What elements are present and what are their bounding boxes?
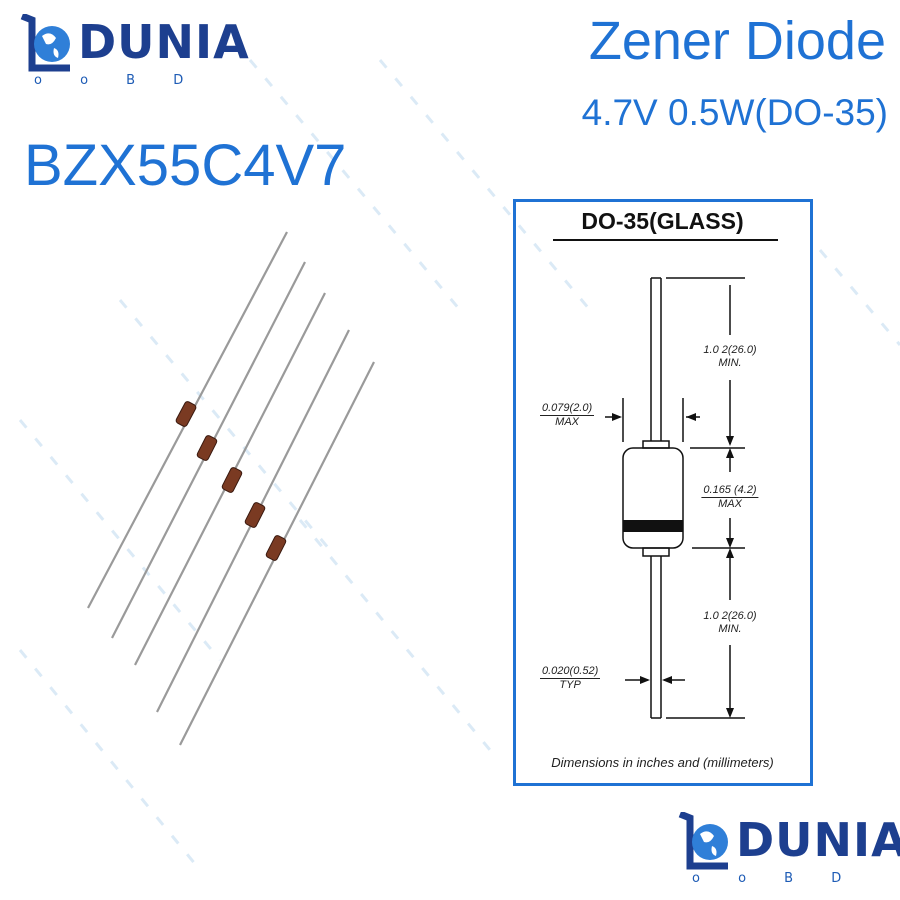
package-diagram	[513, 199, 813, 786]
lead-diameter-label: 0.020(0.52)TYP	[540, 665, 601, 691]
diagram-caption: Dimensions in inches and (millimeters)	[551, 755, 774, 770]
body-diameter-label: 0.079(2.0)MAX	[540, 402, 595, 428]
diagram-title: DO-35(GLASS)	[581, 208, 744, 234]
body-length-label: 0.165 (4.2)MAX	[701, 484, 759, 510]
lead-length-label: 1.0 2(26.0)MIN.	[703, 344, 757, 369]
brand-logo-bottom: DUNIA o o B D	[676, 812, 900, 886]
globe-cart-icon	[678, 812, 728, 870]
product-title: Zener Diode	[588, 11, 886, 71]
brand-logo-top: DUNIA o o B D	[18, 14, 249, 88]
globe-cart-icon	[20, 14, 70, 72]
part-number: BZX55C4V7	[24, 133, 347, 198]
product-subtitle: 4.7V 0.5W(DO-35)	[581, 92, 888, 133]
lead-length-bottom-label: 1.0 2(26.0)MIN.	[703, 610, 757, 635]
diodes-photo	[87, 231, 375, 746]
